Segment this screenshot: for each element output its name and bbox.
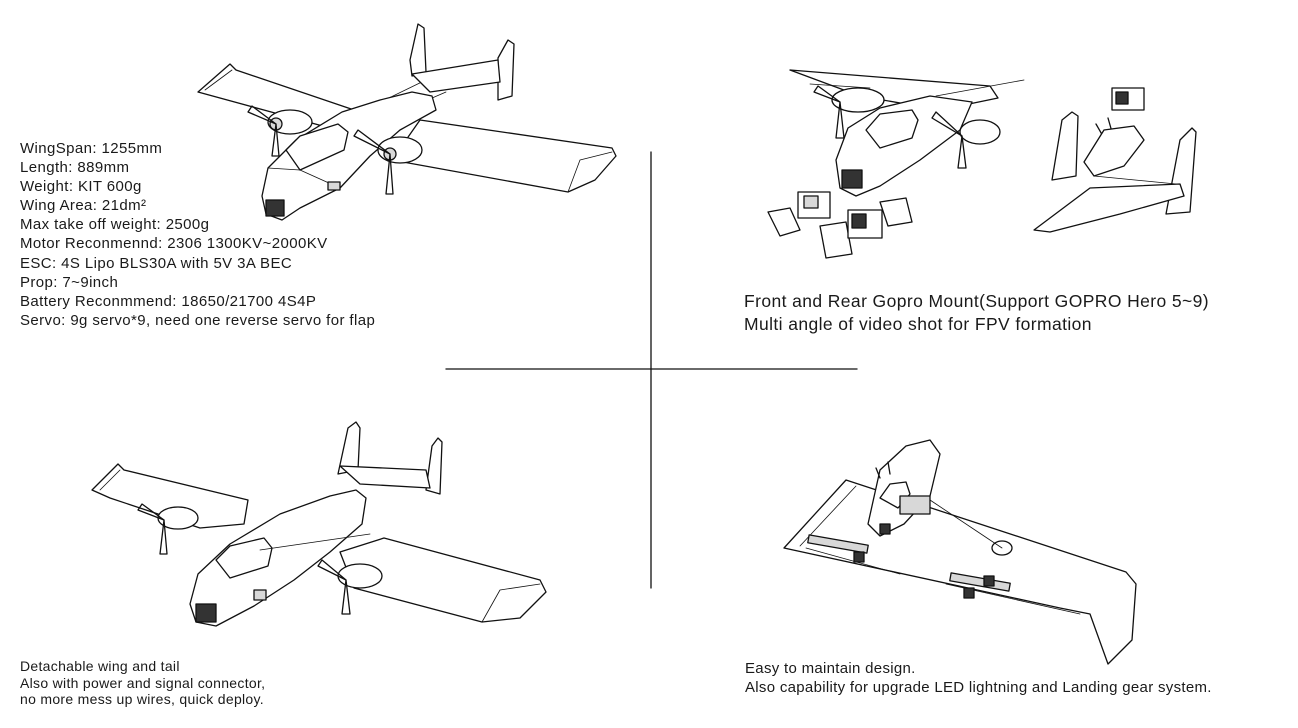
maintenance-caption-line1: Easy to maintain design.	[745, 660, 916, 677]
wing-underside-icon	[783, 439, 1137, 665]
spec-list: WingSpan: 1255mm Length: 889mm Weight: K…	[20, 139, 375, 330]
spec-servo: Servo: 9g servo*9, need one reverse serv…	[20, 311, 376, 329]
spec-weight: Weight: KIT 600g	[20, 178, 142, 196]
spec-max-takeoff: Max take off weight: 2500g	[20, 216, 210, 234]
detachable-caption: Detachable wing and tail Also with power…	[20, 658, 265, 708]
detachable-caption-line1: Detachable wing and tail	[20, 658, 180, 674]
aircraft-detachable-icon	[91, 421, 547, 627]
maintenance-caption: Easy to maintain design. Also capability…	[745, 659, 1212, 697]
gopro-caption: Front and Rear Gopro Mount(Support GOPRO…	[744, 290, 1209, 336]
detachable-caption-line3: no more mess up wires, quick deploy.	[20, 691, 264, 708]
spec-battery: Battery Reconmmend: 18650/21700 4S4P	[20, 292, 317, 310]
spec-wingspan: WingSpan: 1255mm	[20, 140, 163, 157]
gopro-caption-line2: Multi angle of video shot for FPV format…	[744, 314, 1092, 334]
gopro-caption-line1: Front and Rear Gopro Mount(Support GOPRO…	[744, 291, 1209, 311]
spec-wing-area: Wing Area: 21dm²	[20, 197, 147, 215]
maintenance-caption-line2: Also capability for upgrade LED lightnin…	[745, 679, 1212, 696]
spec-esc: ESC: 4S Lipo BLS30A with 5V 3A BEC	[20, 254, 293, 272]
spec-motor: Motor Reconmennd: 2306 1300KV~2000KV	[20, 235, 328, 253]
aircraft-gopro-mount-icon	[767, 69, 1197, 259]
aircraft-top-left-icon	[197, 23, 617, 221]
spec-prop: Prop: 7~9inch	[20, 273, 119, 291]
detachable-caption-line2: Also with power and signal connector,	[20, 674, 266, 691]
spec-length: Length: 889mm	[20, 159, 130, 177]
